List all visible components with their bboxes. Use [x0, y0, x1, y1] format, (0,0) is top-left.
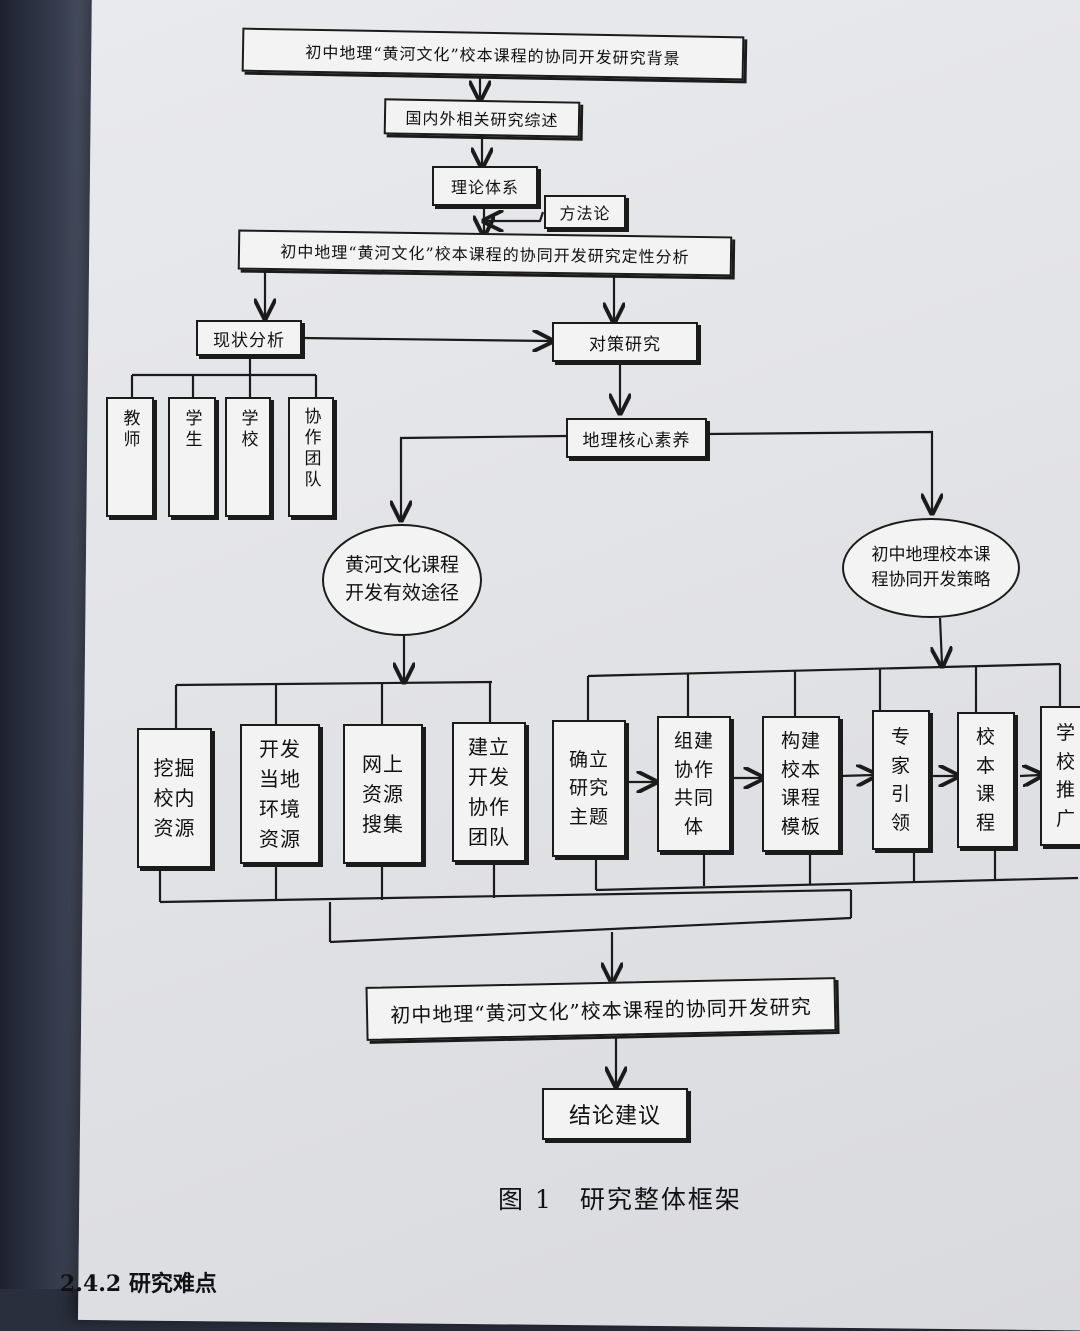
- path-ellipse: 黄河文化课程 开发有效途径: [322, 524, 482, 636]
- final-study-box: 初中地理“黄河文化”校本课程的协同开发研究: [365, 977, 837, 1041]
- review-box: 国内外相关研究综述: [383, 98, 581, 138]
- qualitative-box: 初中地理“黄河文化”校本课程的协同开发研究定性分析: [237, 229, 733, 277]
- connector-lines: [130, 74, 1079, 1289]
- background-box: 初中地理“黄河文化”校本课程的协同开发研究背景: [241, 27, 745, 81]
- status-item-team: 协作团队: [288, 397, 334, 517]
- status-analysis-box: 现状分析: [196, 320, 302, 356]
- status-item-teacher: 教师: [106, 397, 154, 517]
- section-heading: 2.4.2 研究难点: [60, 1271, 217, 1297]
- path-item-collab-team: 建立 开发 协作 团队: [452, 722, 526, 862]
- strategy-item-school-course: 校 本 课 程: [957, 712, 1015, 848]
- path-item-local-resources: 开发 当地 环境 资源: [240, 724, 320, 864]
- strategy-item-promotion: 学 校 推 广: [1040, 706, 1080, 846]
- strategy-item-template: 构建 校本 课程 模板: [762, 716, 840, 852]
- status-item-school: 学校: [225, 397, 271, 517]
- path-item-online-resources: 网上 资源 搜集: [343, 724, 423, 864]
- status-item-student: 学生: [168, 397, 216, 517]
- strategy-item-expert: 专 家 引 领: [872, 710, 930, 850]
- strategy-item-theme: 确立 研究 主题: [552, 720, 626, 857]
- strategy-ellipse: 初中地理校本课 程协同开发策略: [842, 518, 1020, 618]
- conclusion-box: 结论建议: [542, 1088, 688, 1140]
- countermeasure-box: 对策研究: [552, 322, 698, 362]
- figure-caption: 图 1 研究整体框架: [498, 1185, 742, 1214]
- theory-box: 理论体系: [432, 166, 538, 206]
- framework-diagram: 初中地理“黄河文化”校本课程的协同开发研究背景 国内外相关研究综述 理论体系 方…: [60, 27, 1080, 1297]
- core-literacy-box: 地理核心素养: [566, 418, 707, 458]
- method-box: 方法论: [544, 195, 626, 229]
- strategy-item-community: 组建 协作 共同 体: [657, 716, 731, 852]
- path-item-campus-resources: 挖掘 校内 资源: [137, 728, 212, 868]
